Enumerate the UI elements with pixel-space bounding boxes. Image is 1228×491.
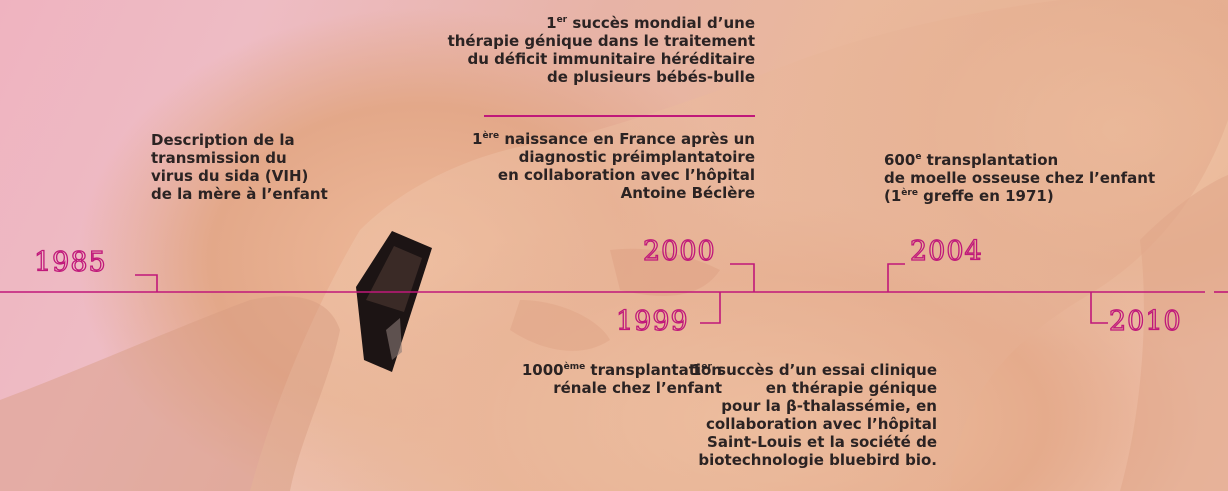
event-2004-transplant: 600e transplantation de moelle osseuse c… (884, 151, 1155, 205)
year-1985: 1985 (34, 248, 107, 278)
event-separator-line (484, 115, 755, 117)
event-1985-description: Description de la transmission du virus … (151, 131, 328, 203)
event-2000-birth: 1ère naissance en France après un diagno… (472, 130, 755, 202)
event-2010-thalassemia: 1er succès d’un essai clinique en thérap… (691, 361, 937, 469)
year-2004: 2004 (910, 237, 983, 267)
event-2000-gene-therapy: 1er succès mondial d’une thérapie géniqu… (448, 14, 755, 86)
ring-band (356, 231, 432, 372)
year-1999: 1999 (616, 307, 689, 337)
year-2000: 2000 (643, 237, 716, 267)
year-2010: 2010 (1109, 307, 1182, 337)
